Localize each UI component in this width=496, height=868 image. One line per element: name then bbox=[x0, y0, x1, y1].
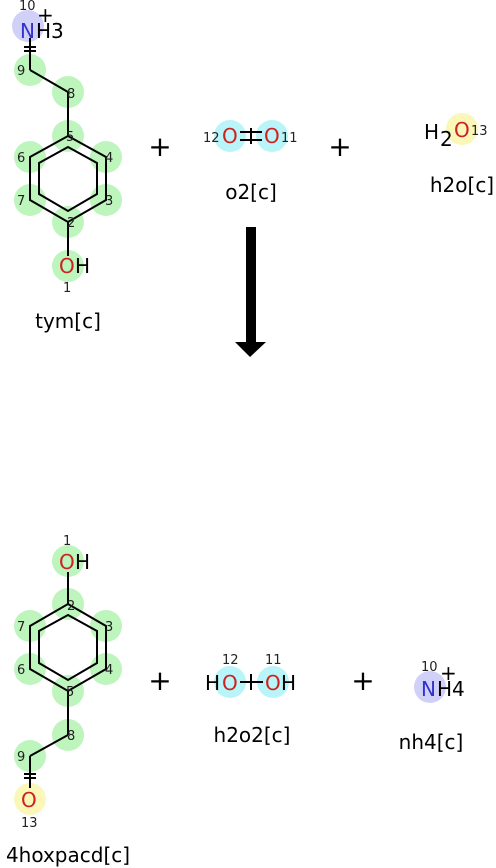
reaction-arrow bbox=[235, 227, 266, 357]
atom-h: H bbox=[75, 550, 90, 574]
molecule-tym: N H 3 + O H 10 9 8 5 6 4 7 3 2 1 tym[c] bbox=[12, 0, 122, 333]
atom-index: 3 bbox=[105, 620, 113, 635]
atom-o: O bbox=[454, 118, 470, 142]
atom-index: 5 bbox=[66, 685, 74, 700]
atom-highlight-n10 bbox=[414, 671, 446, 703]
atom-index: 11 bbox=[265, 653, 282, 668]
atom-index: 8 bbox=[67, 729, 75, 744]
atom-highlight-1 bbox=[52, 250, 84, 282]
atom-index: 11 bbox=[281, 131, 298, 146]
molecule-o2: O O 12 11 o2[c] bbox=[203, 120, 298, 204]
atom-highlight-o11 bbox=[256, 120, 288, 152]
atom-index: 12 bbox=[222, 653, 239, 668]
atom-index: 10 bbox=[421, 660, 438, 675]
atom-index: 2 bbox=[67, 599, 75, 614]
h4-suffix: 4 bbox=[452, 677, 465, 701]
atom-index: 3 bbox=[105, 194, 113, 209]
atom-index: 10 bbox=[19, 0, 36, 14]
atom-h: H bbox=[75, 254, 90, 278]
atom-highlight-o11 bbox=[257, 666, 289, 698]
atom-h: H bbox=[205, 671, 220, 695]
atom-index: 13 bbox=[21, 816, 38, 831]
atom-index: 6 bbox=[17, 663, 25, 678]
atom-n: N bbox=[421, 677, 436, 701]
molecule-label: o2[c] bbox=[225, 180, 277, 204]
atom-index: 7 bbox=[17, 194, 25, 209]
molecule-h2o2: H O O H 12 11 h2o2[c] bbox=[205, 653, 296, 747]
molecule-4hoxpacd: O H O 1 2 7 3 6 4 5 8 9 13 4hoxpacd[c] bbox=[6, 534, 130, 867]
atom-index: 7 bbox=[17, 620, 25, 635]
plus-sign: + bbox=[351, 664, 374, 697]
atom-o: O bbox=[265, 671, 281, 695]
atom-index: 13 bbox=[471, 124, 488, 139]
atom-o: O bbox=[59, 254, 75, 278]
atom-h: H bbox=[36, 19, 51, 43]
molecule-label: nh4[c] bbox=[399, 730, 464, 754]
molecule-label: h2o[c] bbox=[430, 173, 494, 197]
atom-index: 4 bbox=[105, 151, 113, 166]
plus-sign: + bbox=[148, 130, 171, 163]
atom-highlight-n10 bbox=[12, 10, 44, 42]
atom-o: O bbox=[21, 788, 37, 812]
molecule-label: h2o2[c] bbox=[214, 723, 291, 747]
h3-suffix: 3 bbox=[51, 19, 64, 43]
atom-index: 12 bbox=[203, 131, 220, 146]
molecule-label: 4hoxpacd[c] bbox=[6, 843, 130, 867]
atom-n: N bbox=[20, 19, 35, 43]
molecule-h2o: H 2 O 13 h2o[c] bbox=[424, 113, 494, 197]
plus-sign: + bbox=[148, 664, 171, 697]
atom-h: H bbox=[437, 677, 452, 701]
atom-highlight-o13 bbox=[446, 113, 478, 145]
atom-h: H bbox=[424, 120, 439, 144]
molecule-label: tym[c] bbox=[35, 309, 101, 333]
atom-o: O bbox=[59, 550, 75, 574]
charge-plus: + bbox=[37, 3, 54, 27]
atom-index: 1 bbox=[63, 281, 71, 296]
atom-index: 4 bbox=[105, 663, 113, 678]
atom-o: O bbox=[222, 671, 238, 695]
atom-index: 1 bbox=[63, 534, 71, 549]
atom-highlight-o12 bbox=[214, 120, 246, 152]
h2-subscript: 2 bbox=[440, 127, 453, 151]
atom-highlight-o12 bbox=[214, 666, 246, 698]
atom-highlight-o13 bbox=[14, 783, 46, 815]
charge-plus: + bbox=[440, 661, 457, 685]
atom-index: 2 bbox=[67, 216, 75, 231]
atom-o: O bbox=[222, 124, 238, 148]
atom-index: 9 bbox=[17, 750, 25, 765]
atom-index: 6 bbox=[17, 151, 25, 166]
molecule-nh4: N H 4 + 10 nh4[c] bbox=[399, 660, 465, 754]
atom-highlight-1 bbox=[52, 545, 84, 577]
atom-h: H bbox=[281, 671, 296, 695]
atom-index: 8 bbox=[67, 87, 75, 102]
atom-o: O bbox=[264, 124, 280, 148]
plus-sign: + bbox=[328, 130, 351, 163]
atom-index: 9 bbox=[17, 64, 25, 79]
atom-index: 5 bbox=[66, 130, 74, 145]
